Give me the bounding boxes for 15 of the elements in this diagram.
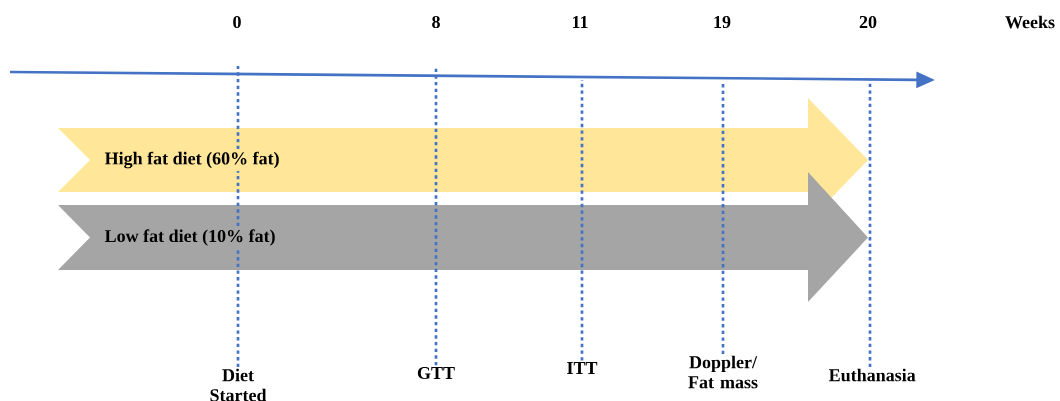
axis-label: Weeks — [1005, 15, 1055, 29]
week-number: 0 — [233, 15, 241, 29]
week-number: 20 — [859, 15, 877, 29]
week-number: 8 — [432, 15, 440, 29]
leader-line — [580, 80, 584, 361]
event-label: ITT — [567, 362, 598, 374]
leader-line — [236, 64, 240, 369]
event-label: Euthanasia — [829, 368, 916, 382]
week-number: 11 — [572, 16, 588, 28]
event-label: Diet Started — [210, 368, 267, 401]
event-label: Doppler/ Fat mass — [688, 355, 758, 389]
event-label: GTT — [417, 366, 455, 380]
leader-line — [721, 84, 725, 355]
leader-line — [434, 66, 438, 366]
week-number: 19 — [714, 15, 731, 29]
